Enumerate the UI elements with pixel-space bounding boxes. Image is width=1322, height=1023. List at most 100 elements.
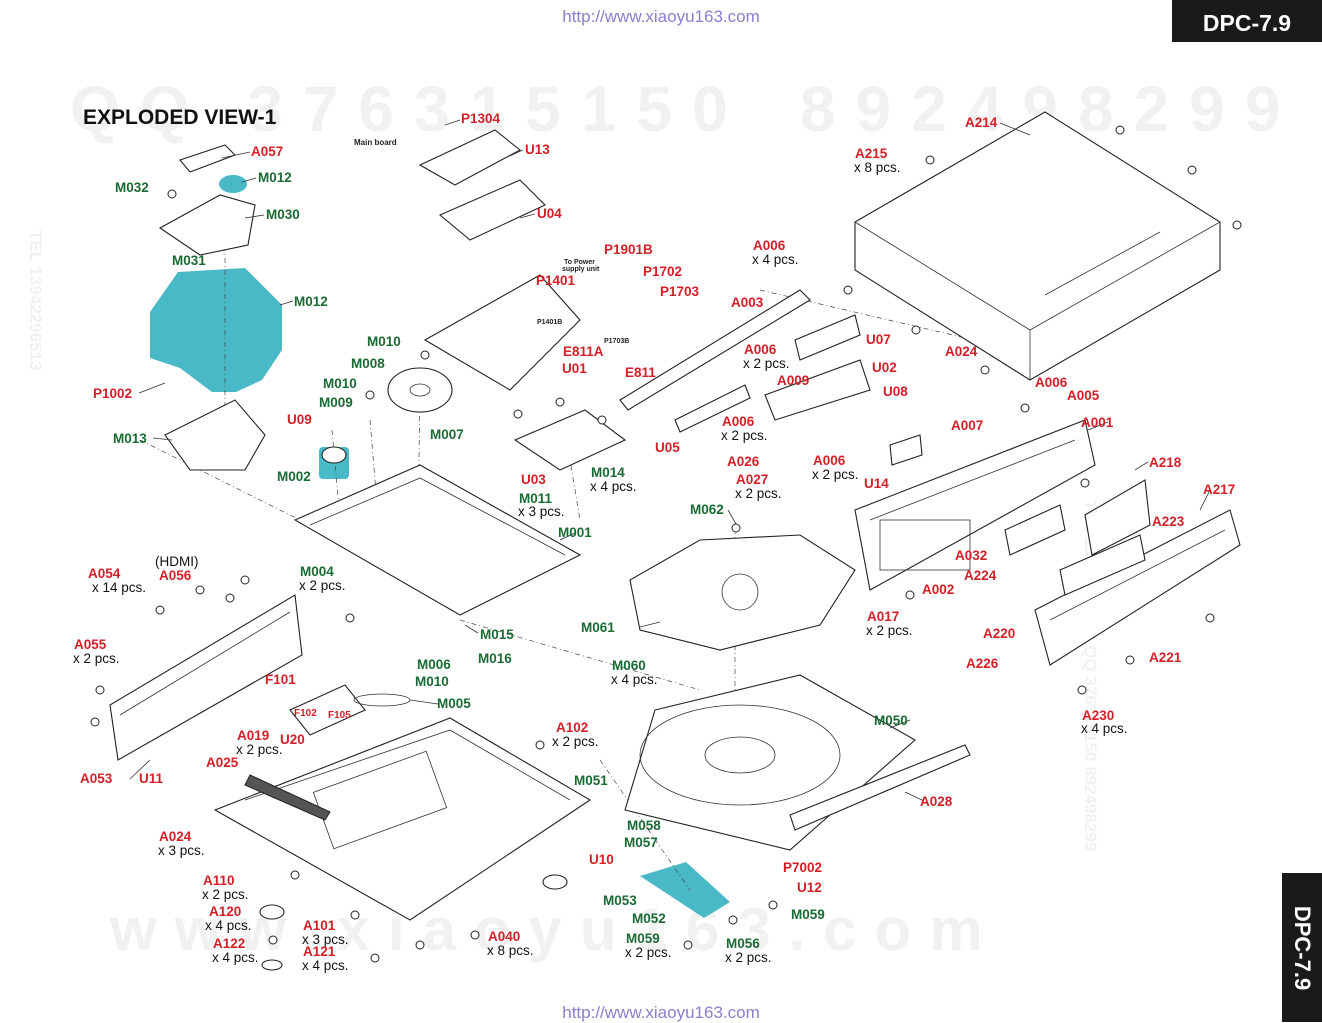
qty-a215: x 8 pcs.: [854, 160, 901, 175]
part-label-a120: A120: [209, 904, 242, 919]
part-label-a006-right: A006: [813, 453, 846, 468]
part-label-m051: M051: [574, 773, 608, 788]
part-label-a221: A221: [1149, 650, 1182, 665]
leader-lines: [129, 119, 1211, 802]
part-label-a121: A121: [303, 944, 336, 959]
top-cover-a214: [854, 111, 1221, 381]
front-chassis-a001: [854, 419, 1096, 591]
part-label-a055: A055: [74, 637, 107, 652]
source-url-top[interactable]: http://www.xiaoyu163.com: [562, 7, 760, 26]
part-label-a215: A215: [855, 146, 888, 161]
part-label-a026: A026: [727, 454, 760, 469]
foot-right: [542, 874, 568, 890]
part-label-a223: A223: [1152, 514, 1185, 529]
part-label-m005: M005: [437, 696, 471, 711]
qty-a121: x 4 pcs.: [302, 958, 349, 973]
part-label-a017: A017: [867, 609, 900, 624]
part-label-u08: U08: [883, 384, 908, 399]
board-u07: [794, 314, 861, 361]
qty-a054: x 14 pcs.: [92, 580, 147, 595]
source-url-bottom[interactable]: http://www.xiaoyu163.com: [562, 1003, 760, 1022]
qty-a101: x 3 pcs.: [302, 932, 349, 947]
note-hdmi: (HDMI): [155, 554, 199, 569]
qty-m059: x 2 pcs.: [625, 945, 672, 960]
note-supply-unit: supply unit: [562, 266, 600, 273]
part-label-m059: M059: [626, 931, 660, 946]
part-label-m052: M052: [632, 911, 666, 926]
part-label-p1901b: P1901B: [604, 242, 653, 257]
board-u03: [513, 409, 627, 471]
note-p1703b: P1703B: [604, 338, 630, 345]
foot-a121: [261, 959, 283, 971]
part-label-m032: M032: [115, 180, 149, 195]
part-label-u04: U04: [537, 206, 562, 221]
part-label-a001: A001: [1081, 415, 1114, 430]
board-u01: [423, 274, 581, 391]
part-label-m012: M012: [258, 170, 292, 185]
qty-a019: x 2 pcs.: [236, 742, 283, 757]
qty-m004: x 2 pcs.: [299, 578, 346, 593]
screws: [90, 125, 1242, 963]
qty-a122: x 4 pcs.: [212, 950, 259, 965]
part-label-a025: A025: [206, 755, 239, 770]
part-label-u03: U03: [521, 472, 546, 487]
window-a224: [1004, 504, 1066, 556]
part-label-p7002: P7002: [783, 860, 823, 875]
part-label-m008: M008: [351, 356, 385, 371]
qty-m011: x 3 pcs.: [518, 504, 565, 519]
qty-a017: x 2 pcs.: [866, 623, 913, 638]
board-u04: [438, 179, 546, 241]
part-label-u09: U09: [287, 412, 312, 427]
traverse-m013: [164, 399, 266, 471]
part-label-u13: U13: [525, 142, 550, 157]
mecha-m030: [158, 194, 256, 256]
part-label-a230: A230: [1082, 708, 1115, 723]
qty-a024: x 3 pcs.: [158, 843, 205, 858]
qty-m056: x 2 pcs.: [725, 950, 772, 965]
part-label-m061: M061: [581, 620, 615, 635]
part-label-a024: A024: [945, 344, 978, 359]
part-label-m010: M010: [367, 334, 401, 349]
part-label-m013: M013: [113, 431, 147, 446]
part-label-a003: A003: [731, 295, 764, 310]
part-label-m004: M004: [300, 564, 334, 579]
part-label-m009: M009: [319, 395, 353, 410]
part-label-u20: U20: [280, 732, 305, 747]
part-label-p1002: P1002: [93, 386, 133, 401]
part-label-m007: M007: [430, 427, 464, 442]
part-label-a040: A040: [488, 929, 521, 944]
part-label-p1702: P1702: [643, 264, 683, 279]
part-label-a217: A217: [1203, 482, 1236, 497]
model-badge: DPC-7.9: [1172, 0, 1322, 42]
part-label-a024-b: A024: [159, 829, 192, 844]
part-label-u14: U14: [864, 476, 889, 491]
gear-m008: [387, 367, 453, 413]
part-label-p1401: P1401: [536, 273, 576, 288]
qty-a110: x 2 pcs.: [202, 887, 249, 902]
part-label-m050: M050: [874, 713, 908, 728]
part-label-a019: A019: [237, 728, 270, 743]
part-label-a224: A224: [964, 568, 997, 583]
part-label-a102: A102: [556, 720, 589, 735]
diagram-title: EXPLODED VIEW-1: [83, 106, 277, 129]
part-label-a057: A057: [251, 144, 284, 159]
part-label-a218: A218: [1149, 455, 1182, 470]
board-u02: [764, 359, 871, 421]
bracket-a003: [619, 289, 811, 411]
part-label-m030: M030: [266, 207, 300, 222]
qty-a006-right: x 2 pcs.: [812, 467, 859, 482]
part-label-a006-top: A006: [753, 238, 786, 253]
turntable-m061: [629, 534, 856, 651]
foam-strip-a025: [244, 774, 331, 821]
pcb-a057: [179, 144, 236, 173]
note-to-power: To Power: [564, 259, 595, 266]
part-label-a007: A007: [951, 418, 984, 433]
part-label-a101: A101: [303, 918, 336, 933]
part-label-a006-mid: A006: [744, 342, 777, 357]
qty-a006-lower: x 2 pcs.: [721, 428, 768, 443]
part-label-a220: A220: [983, 626, 1016, 641]
part-label-a006-lower: A006: [722, 414, 755, 429]
part-label-m059-right: M059: [791, 907, 825, 922]
qty-a040: x 8 pcs.: [487, 943, 534, 958]
